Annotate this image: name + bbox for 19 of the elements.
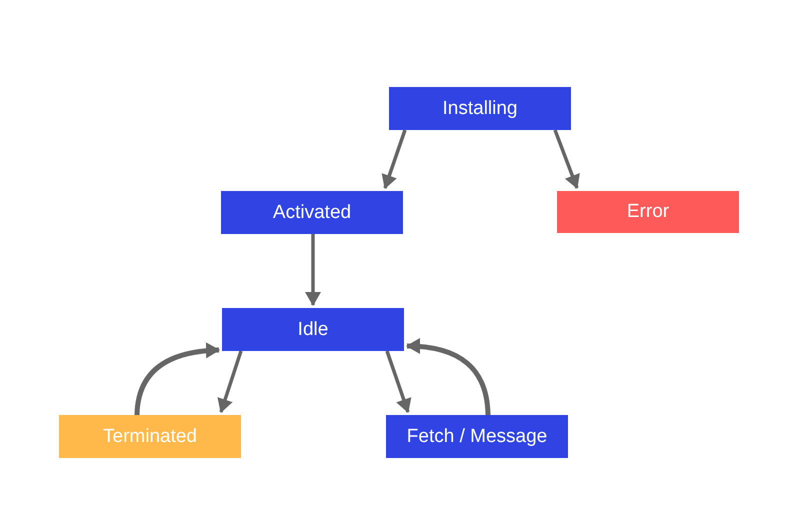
arrow [217,350,243,413]
state-label: Fetch / Message [406,426,548,448]
state-box [557,191,739,233]
arrow [382,129,407,189]
state-box [59,415,241,458]
state-box [389,87,571,130]
state-label: Error [626,201,670,223]
state-box [386,415,568,458]
state-box [221,191,403,234]
curved-arrow [406,338,490,416]
arrow [385,350,412,413]
arrow [305,234,321,306]
state-box [222,308,404,351]
curved-arrow [134,342,220,416]
state-label: Terminated [103,426,197,448]
state-label: Idle [298,318,328,340]
state-label: Installing [442,98,518,120]
arrow [553,129,580,189]
state-label: Activated [272,202,352,224]
